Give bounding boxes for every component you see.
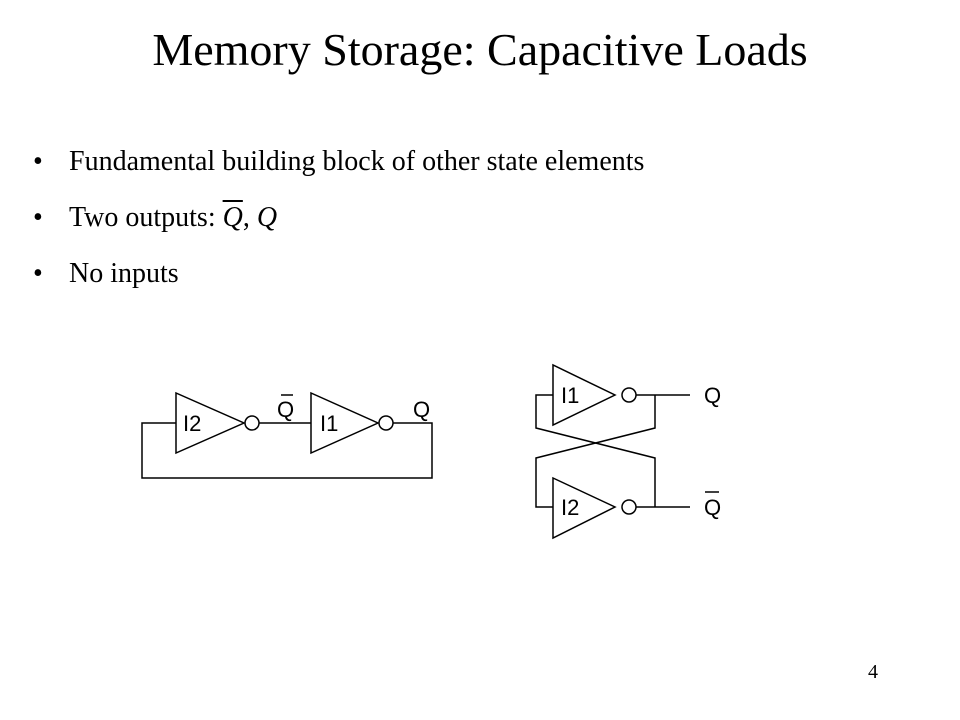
- bullet-icon: •: [33, 258, 43, 289]
- inverter-i1-label: I1: [320, 411, 338, 436]
- bullet-text: No inputs: [69, 258, 179, 289]
- bullet-icon: •: [33, 202, 43, 233]
- inverter-bottom-label: I2: [561, 495, 579, 520]
- node-q-label: Q: [413, 397, 430, 422]
- bullet-text: Fundamental building block of other stat…: [69, 146, 645, 177]
- slide-title: Memory Storage: Capacitive Loads: [152, 24, 808, 75]
- right-cross-coupled-pair: [535, 363, 719, 540]
- bullet-list: • Fundamental building block of other st…: [30, 134, 644, 302]
- cross-wire-a: [535, 395, 656, 508]
- bullet-item: • Fundamental building block of other st…: [30, 134, 644, 190]
- inverter-i1-symbol: [310, 391, 380, 455]
- left-inverter-loop: [141, 391, 433, 479]
- inverter-i2-label: I2: [183, 411, 201, 436]
- inverter-i1-bubble: [378, 415, 394, 431]
- output-qbar-label: Q: [704, 495, 721, 520]
- inverter-top-bubble: [621, 387, 637, 403]
- cross-wire-b: [535, 394, 656, 507]
- bullet-separator: ,: [242, 202, 257, 233]
- inverter-bottom-symbol: [552, 476, 617, 540]
- inverter-top-label: I1: [561, 383, 579, 408]
- output-q-label: Q: [704, 383, 721, 408]
- inverter-i2-bubble: [244, 415, 260, 431]
- inverter-bottom-bubble: [621, 499, 637, 515]
- bullet-icon: •: [33, 146, 43, 177]
- feedback-wire: [141, 422, 433, 479]
- q-bar-symbol: Q: [222, 202, 243, 233]
- bullet-item: • No inputs: [30, 246, 644, 302]
- page-number: 4: [868, 661, 878, 683]
- bullet-prefix: Two outputs:: [69, 202, 223, 233]
- node-qbar-label: Q: [277, 397, 294, 422]
- bullet-item: • Two outputs: Q, Q: [30, 190, 644, 246]
- q-symbol: Q: [256, 202, 278, 233]
